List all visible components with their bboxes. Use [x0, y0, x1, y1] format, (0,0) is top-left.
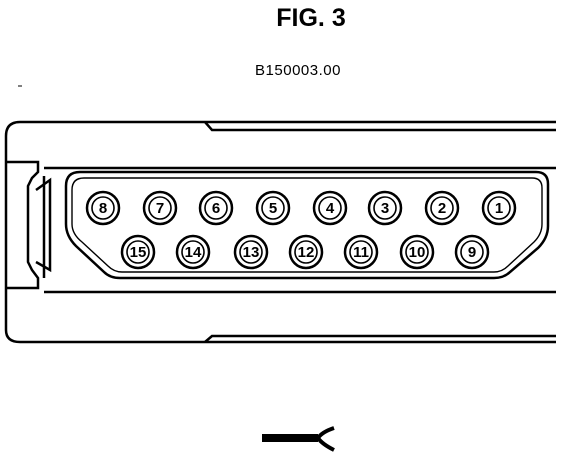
- pin-9: 9: [454, 234, 490, 270]
- pin-1: 1: [481, 190, 517, 226]
- pin-5: 5: [255, 190, 291, 226]
- figure-title: FIG. 3: [276, 4, 346, 32]
- pin-15: 15: [120, 234, 156, 270]
- pin-label: 5: [269, 200, 277, 217]
- connector-symbol-icon: [262, 426, 335, 452]
- pin-11: 11: [343, 234, 379, 270]
- pin-label: 2: [438, 200, 446, 217]
- pin-face-outline: [64, 170, 550, 280]
- pin-label: 12: [298, 244, 315, 261]
- pin-8: 8: [85, 190, 121, 226]
- pin-label: 13: [243, 244, 260, 261]
- pin-12: 12: [288, 234, 324, 270]
- pin-label: 14: [185, 244, 202, 261]
- pin-3: 3: [367, 190, 403, 226]
- pin-label: 11: [353, 244, 369, 261]
- pin-13: 13: [233, 234, 269, 270]
- pin-label: 7: [156, 200, 164, 217]
- pins-top-row: 8 7 6 5 4 3 2 1: [85, 190, 517, 226]
- pin-label: 6: [212, 200, 220, 217]
- pin-face-outline-inner: [71, 177, 543, 273]
- pin-label: 15: [130, 244, 147, 261]
- pin-label: 4: [326, 200, 335, 217]
- pin-label: 8: [99, 200, 107, 217]
- pin-14: 14: [175, 234, 211, 270]
- pin-7: 7: [142, 190, 178, 226]
- pin-label: 10: [409, 244, 426, 261]
- pin-label: 3: [381, 200, 389, 217]
- pin-label: 9: [468, 244, 476, 261]
- latch-bracket: [6, 160, 556, 294]
- pin-6: 6: [198, 190, 234, 226]
- connector-housing: [4, 120, 556, 344]
- pin-label: 1: [495, 200, 503, 217]
- pin-2: 2: [424, 190, 460, 226]
- figure-code: B150003.00: [255, 62, 341, 79]
- pin-4: 4: [312, 190, 348, 226]
- pin-10: 10: [399, 234, 435, 270]
- pins-bottom-row: 15 14 13 12 11 10 9: [120, 234, 490, 270]
